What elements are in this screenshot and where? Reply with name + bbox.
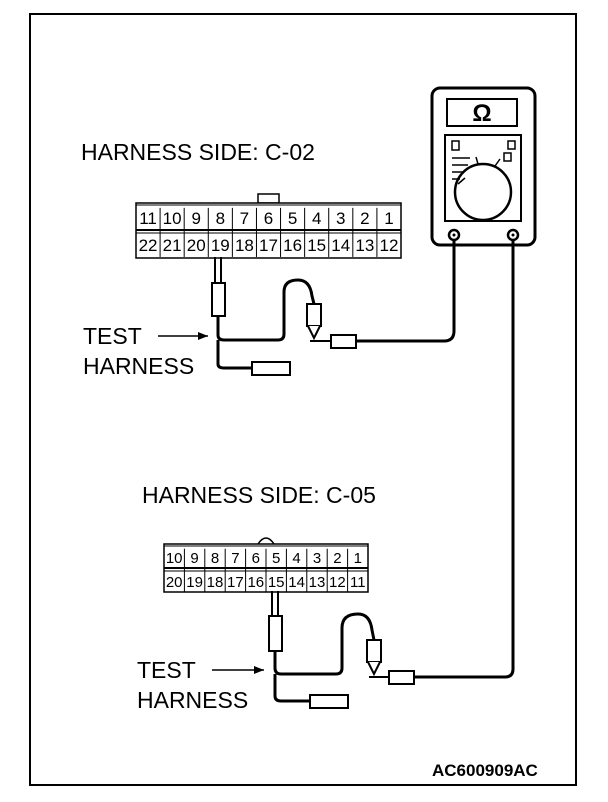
mode-indicator xyxy=(507,140,516,150)
connector-label-c02: HARNESS SIDE: C-02 xyxy=(81,139,315,165)
test-harness-label-line1: TEST xyxy=(83,323,142,349)
pin-label: 14 xyxy=(331,236,350,255)
pin-label: 1 xyxy=(384,209,393,228)
test-harness-label-line1: TEST xyxy=(137,657,196,683)
pin-label: 17 xyxy=(227,574,244,591)
pin-label: 11 xyxy=(350,574,366,591)
pin-label: 3 xyxy=(313,550,321,567)
pin-label: 18 xyxy=(235,236,254,255)
pin-label: 10 xyxy=(166,550,183,567)
test-harness-label-line2: HARNESS xyxy=(83,353,195,379)
pin-label: 5 xyxy=(272,550,280,567)
pin-label: 5 xyxy=(288,209,297,228)
pin-label: 9 xyxy=(190,550,198,567)
pin-label: 4 xyxy=(312,209,321,228)
mode-indicator xyxy=(451,140,460,151)
pin-label: 12 xyxy=(329,574,346,591)
pin-label: 16 xyxy=(283,236,302,255)
probed-pin-label: 15 xyxy=(268,574,285,591)
pin-label: 3 xyxy=(336,209,345,228)
ohm-symbol: Ω xyxy=(472,100,491,127)
pin-label: 10 xyxy=(163,209,182,228)
pin-label: 20 xyxy=(187,236,206,255)
pin-label: 19 xyxy=(186,574,203,591)
mode-indicator xyxy=(503,152,512,162)
pin-label: 17 xyxy=(259,236,278,255)
test-harness-c02 xyxy=(158,240,456,376)
pin-label: 18 xyxy=(207,574,224,591)
pin-label: 8 xyxy=(216,209,225,228)
pin-label: 20 xyxy=(166,574,183,591)
pin-label: 1 xyxy=(354,550,362,567)
test-harness-label-line2: HARNESS xyxy=(137,687,249,713)
pin-label: 2 xyxy=(333,550,341,567)
pin-label: 16 xyxy=(247,574,264,591)
pin-label: 12 xyxy=(379,236,398,255)
selector-dial[interactable] xyxy=(453,162,513,222)
pin-label: 15 xyxy=(307,236,326,255)
pin-label: 13 xyxy=(355,236,374,255)
test-harness-c05 xyxy=(212,240,515,709)
pin-label: 21 xyxy=(163,236,182,255)
pin-label: 2 xyxy=(360,209,369,228)
pin-label: 8 xyxy=(211,550,219,567)
pin-label: 11 xyxy=(139,209,157,228)
diagram-frame xyxy=(29,13,577,786)
pin-label: 4 xyxy=(292,550,300,567)
pin-label: 9 xyxy=(191,209,200,228)
connector-label-c05: HARNESS SIDE: C-05 xyxy=(142,482,376,508)
pin-label: 14 xyxy=(288,574,305,591)
pin-label: 6 xyxy=(264,209,273,228)
pin-label: 7 xyxy=(231,550,239,567)
pin-label: 22 xyxy=(139,236,158,255)
pin-label: 7 xyxy=(240,209,249,228)
probed-pin-label: 19 xyxy=(211,236,230,255)
pin-label: 6 xyxy=(252,550,260,567)
ohmmeter: Ω xyxy=(430,86,537,247)
pin-label: 13 xyxy=(309,574,326,591)
figure-code: AC600909AC xyxy=(432,761,538,780)
